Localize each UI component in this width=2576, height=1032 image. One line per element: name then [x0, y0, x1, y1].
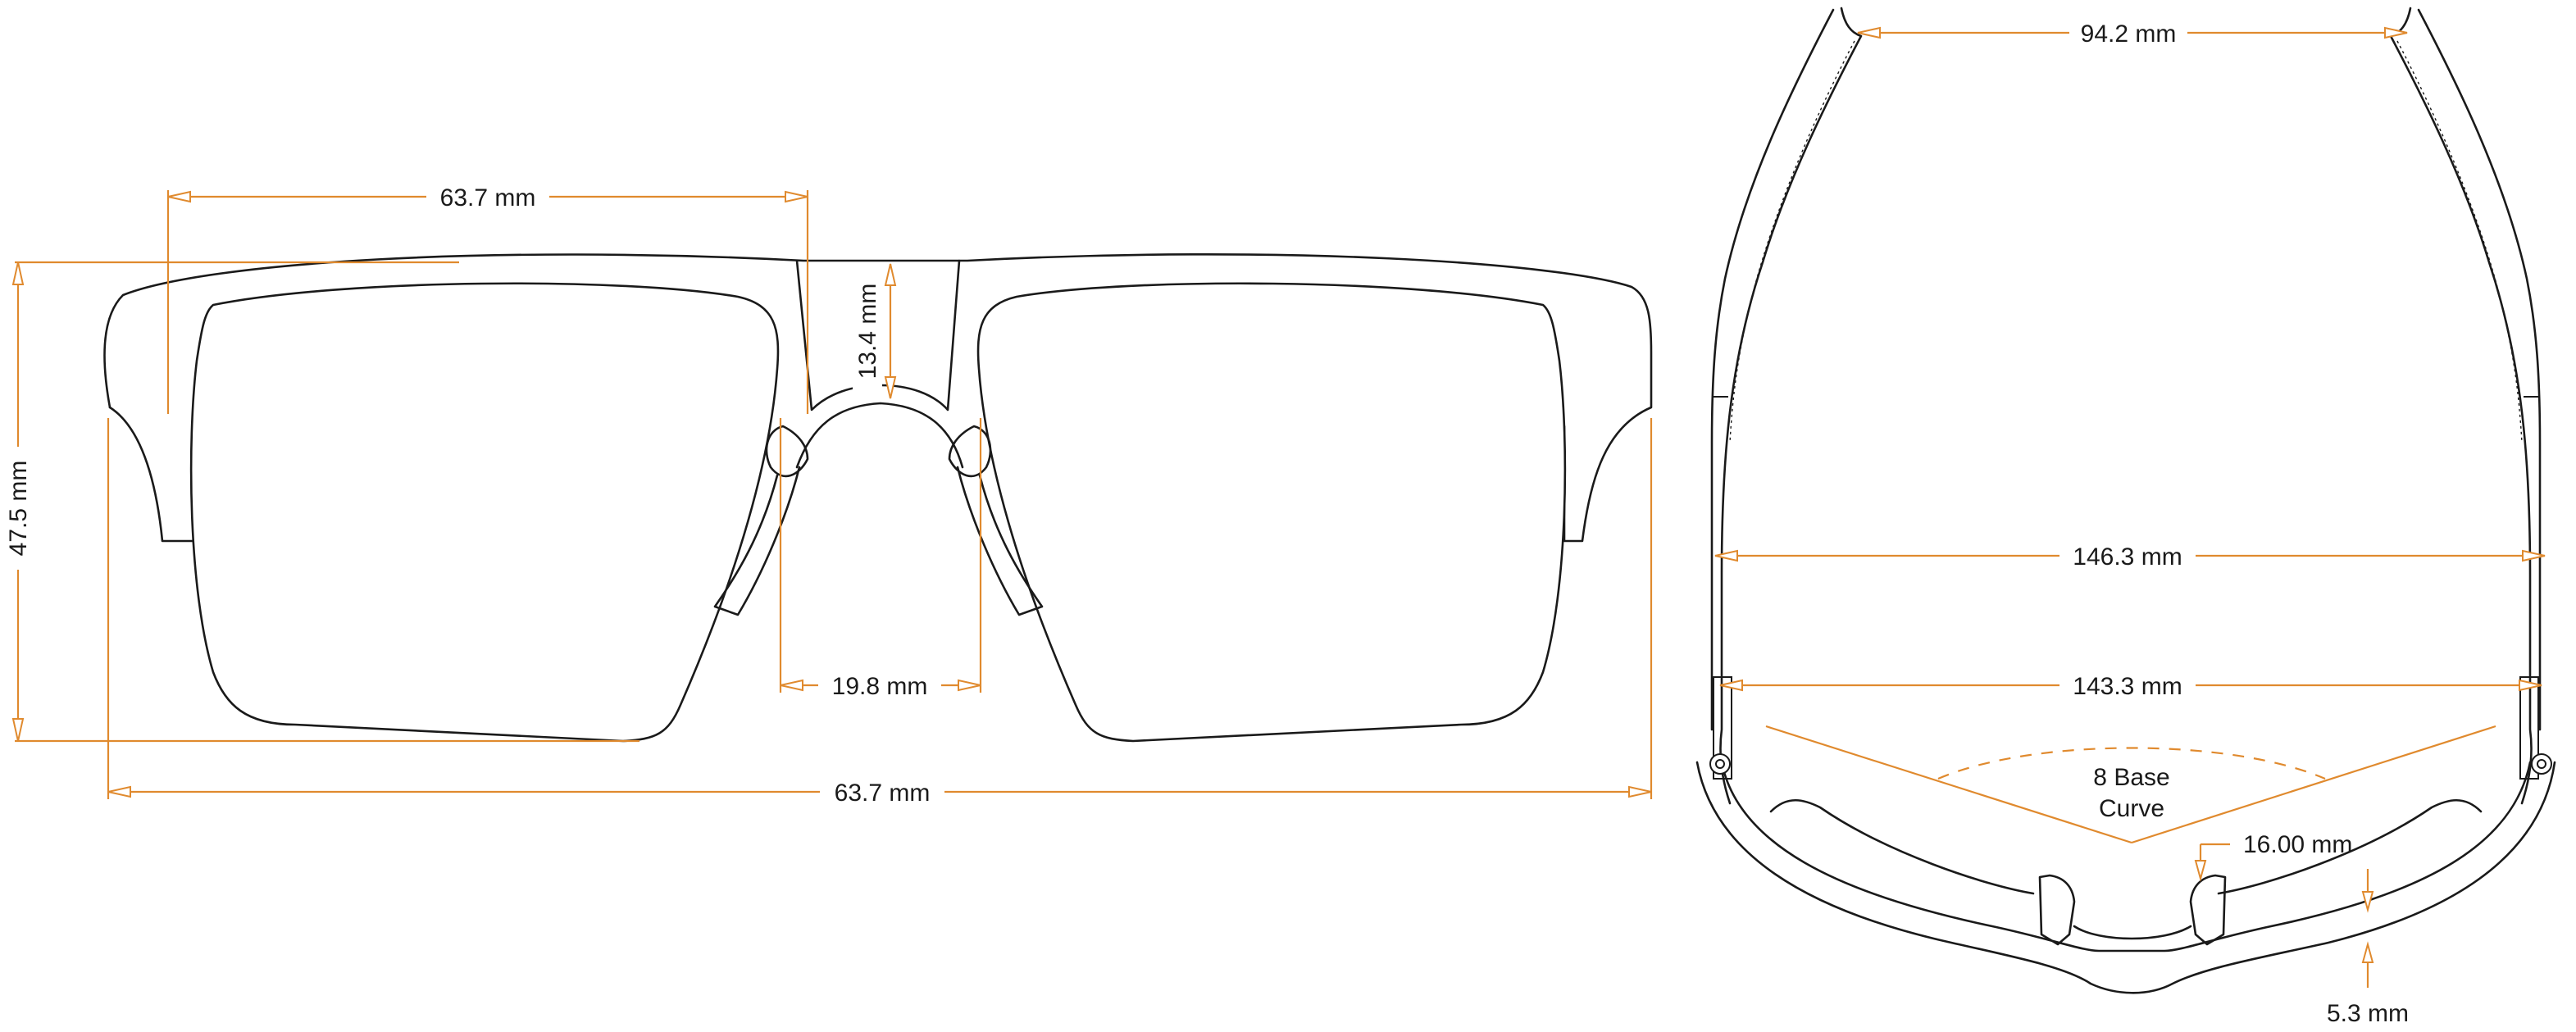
nosepad-offset-label: 16.00 mm — [2243, 831, 2352, 858]
left-lens — [189, 282, 780, 743]
arrow-temple-width-left — [1714, 549, 1738, 562]
arrow-nosepad-depth — [2361, 891, 2374, 913]
left-pad-arm — [713, 466, 801, 616]
left-hinge-block — [1713, 676, 1732, 780]
arrow-bridge-width-right — [958, 679, 981, 692]
right-hinge-screw-center — [2537, 759, 2546, 769]
front-dimensions: 63.7 mm 47.5 mm 13.4 mm 19.8 mm 63.7 mm — [3, 182, 1653, 807]
arrow-hinge-width-left — [1719, 679, 1743, 692]
arrow-lens-height-bottom — [11, 718, 25, 742]
bridge-height-label: 13.4 mm — [854, 284, 881, 380]
top-dimensions: 94.2 mm 146.3 mm 143.3 mm 8 Base Curve 1… — [1714, 18, 2546, 1027]
top-nose-pad-left — [2038, 874, 2076, 946]
arrow-bridge-height-top — [884, 263, 897, 286]
top-view — [1695, 7, 2556, 994]
arrow-bridge-height-bottom — [884, 376, 897, 399]
base-curve-left-line — [1765, 725, 2132, 844]
temple-tip-width-label: 94.2 mm — [2081, 20, 2177, 48]
frame-left-end — [108, 406, 198, 543]
arrow-thickness — [2361, 941, 2374, 963]
arrow-hinge-width-right — [2519, 679, 2542, 692]
frame-top-inner — [1720, 761, 2532, 952]
temple-width-label: 146.3 mm — [2073, 543, 2182, 571]
frame-outline — [103, 253, 1653, 543]
arrow-lens-width-left — [167, 190, 191, 203]
hinge-width-label: 143.3 mm — [2073, 673, 2182, 700]
bridge-width-label: 19.8 mm — [832, 673, 928, 700]
base-curve-label-line1: 8 Base — [2093, 764, 2169, 791]
front-view — [103, 253, 1653, 743]
nose-arch — [795, 402, 964, 469]
left-nose-pad — [765, 425, 809, 478]
top-nose-pad-right — [2189, 874, 2227, 946]
arrow-lens-height-top — [11, 261, 25, 285]
right-pad-arm — [956, 466, 1044, 616]
base-curve-arc — [1937, 747, 2326, 780]
right-temple — [2389, 7, 2542, 805]
arrow-bridge-width-left — [780, 679, 803, 692]
left-temple — [1710, 7, 1863, 805]
arrow-overall-left — [107, 785, 131, 798]
lens-top-right — [2217, 799, 2483, 895]
top-nose-bridge — [2073, 925, 2192, 940]
arrow-temple-tip-left — [1857, 26, 1881, 39]
left-temple-grip — [1729, 40, 1855, 443]
arrow-temple-tip-right — [2384, 26, 2408, 39]
lens-top-left — [1769, 799, 2035, 895]
arrow-lens-width-right — [785, 190, 808, 203]
right-lens — [976, 282, 1567, 743]
left-hinge-screw-center — [1715, 759, 1725, 769]
frame-top-outer — [1695, 761, 2556, 994]
base-curve-right-line — [2131, 725, 2496, 844]
arrow-overall-right — [1628, 785, 1652, 798]
arrow-temple-width-right — [2522, 549, 2546, 562]
arrow-nosepad — [2194, 860, 2207, 882]
base-curve-label-line2: Curve — [2099, 795, 2164, 822]
right-hinge-block — [2519, 676, 2539, 780]
overall-width-label: 63.7 mm — [835, 780, 931, 807]
right-temple-grip — [2396, 40, 2523, 443]
lens-height-label: 47.5 mm — [5, 461, 32, 557]
lens-width-label: 63.7 mm — [440, 184, 536, 211]
frame-thickness-label: 5.3 mm — [2327, 1000, 2409, 1027]
right-nose-pad — [948, 425, 992, 478]
